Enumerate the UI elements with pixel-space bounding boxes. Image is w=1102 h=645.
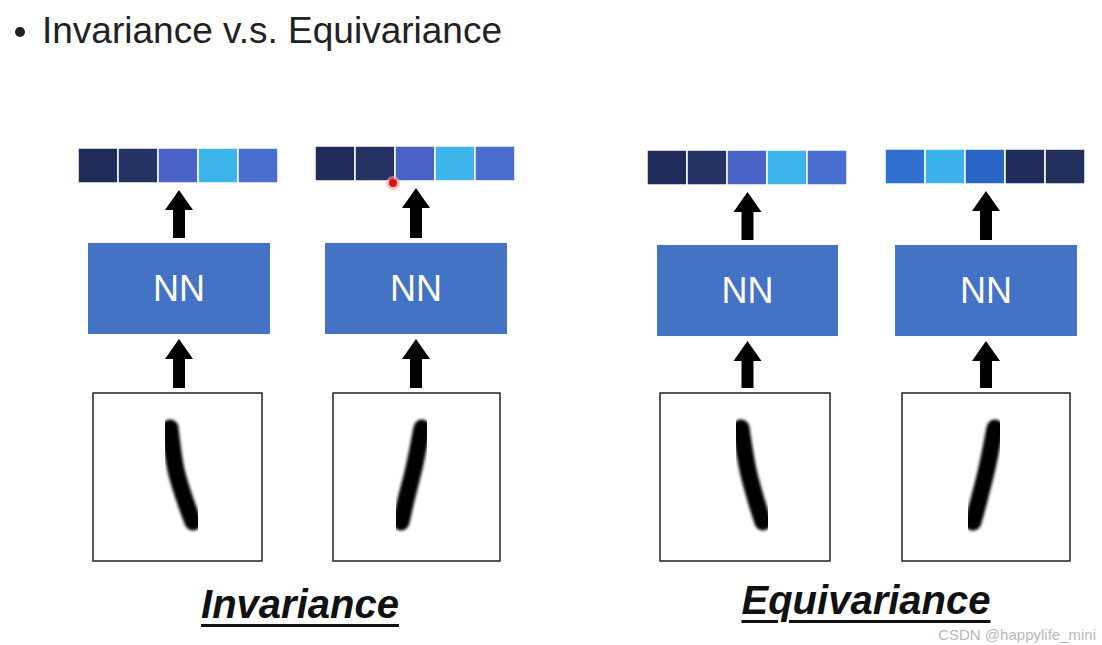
vector-cell: [727, 150, 767, 185]
watermark: CSDN @happylife_mini: [938, 627, 1096, 644]
digit-stroke: [973, 428, 995, 522]
vector-cell: [315, 146, 355, 181]
image-frame: [902, 393, 1070, 561]
vector-cell: [647, 150, 687, 185]
box-label: NN: [153, 269, 205, 309]
vector-cell: [198, 148, 238, 183]
up-arrow: [402, 188, 430, 238]
image-frame: [333, 393, 500, 561]
vector-cell: [238, 148, 278, 183]
slide-title: Invariance v.s. Equivariance: [42, 10, 502, 53]
digit-stroke: [741, 428, 763, 522]
up-arrow: [972, 191, 1000, 240]
up-arrow: [734, 192, 762, 240]
vector-cell: [965, 149, 1005, 184]
up-arrow: [402, 339, 430, 388]
image-frame: [660, 393, 830, 561]
image-frame: [93, 393, 262, 561]
input-images: [93, 393, 1070, 561]
network-box: NN: [657, 245, 838, 336]
vector-cell: [885, 149, 925, 184]
vector-cell: [807, 150, 847, 185]
up-arrow: [972, 341, 1000, 388]
digit-stroke: [170, 428, 193, 522]
bullet-dot: [15, 27, 25, 37]
vector-cell: [435, 146, 475, 181]
up-arrow: [165, 339, 193, 388]
vector-cell: [925, 149, 965, 184]
network-box: NN: [88, 243, 270, 334]
network-box: NN: [895, 245, 1077, 336]
vector-cell: [767, 150, 807, 185]
vector-cell: [1005, 149, 1045, 184]
vector-cell: [1045, 149, 1085, 184]
vector-cell: [158, 148, 198, 183]
up-arrow: [734, 341, 762, 388]
vector-cell: [395, 146, 435, 181]
box-label: NN: [722, 271, 774, 311]
flow-arrows: [165, 188, 1000, 388]
box-label: NN: [960, 271, 1012, 311]
pointer-dot: [389, 179, 397, 187]
digit-stroke: [401, 428, 422, 522]
vector-cell: [78, 148, 118, 183]
vector-cell: [355, 146, 395, 181]
section-label: Equivariance: [741, 578, 990, 622]
box-label: NN: [390, 269, 442, 309]
vector-cell: [687, 150, 727, 185]
pointer-halo: [386, 176, 400, 190]
up-arrow: [165, 190, 193, 238]
network-box: NN: [325, 243, 507, 334]
vector-cell: [475, 146, 515, 181]
vector-cell: [118, 148, 158, 183]
feature-vectors: [78, 146, 1085, 185]
section-label: Invariance: [201, 582, 399, 626]
